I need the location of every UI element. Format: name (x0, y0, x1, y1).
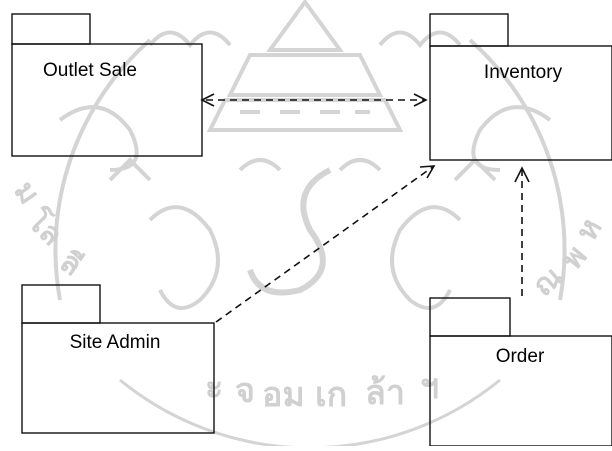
svg-text:เก: เก (315, 376, 347, 414)
package-label-site-admin: Site Admin (70, 332, 161, 353)
svg-text:โล: โล (20, 202, 71, 253)
package-label-inventory: Inventory (484, 62, 563, 83)
svg-text:ล้า: ล้า (365, 374, 405, 412)
watermark-seal-lettering: ม โล ลี ะ จ อม เก ล้า ฯ ณ พ ห (7, 175, 608, 414)
svg-text:อม: อม (262, 376, 305, 414)
svg-text:พ: พ (555, 240, 593, 276)
package-tab (22, 285, 100, 323)
package-label-order: Order (496, 346, 545, 367)
package-order[interactable] (430, 298, 612, 446)
svg-text:ม: ม (7, 175, 45, 210)
svg-text:ห: ห (570, 213, 608, 247)
svg-text:จ: จ (235, 372, 255, 410)
package-label-outlet-sale: Outlet Sale (43, 60, 137, 81)
svg-text:ลี: ลี (54, 245, 88, 283)
package-tab (12, 14, 90, 44)
dependency-site-admin-inventory (216, 166, 434, 322)
package-inventory[interactable] (430, 14, 612, 160)
